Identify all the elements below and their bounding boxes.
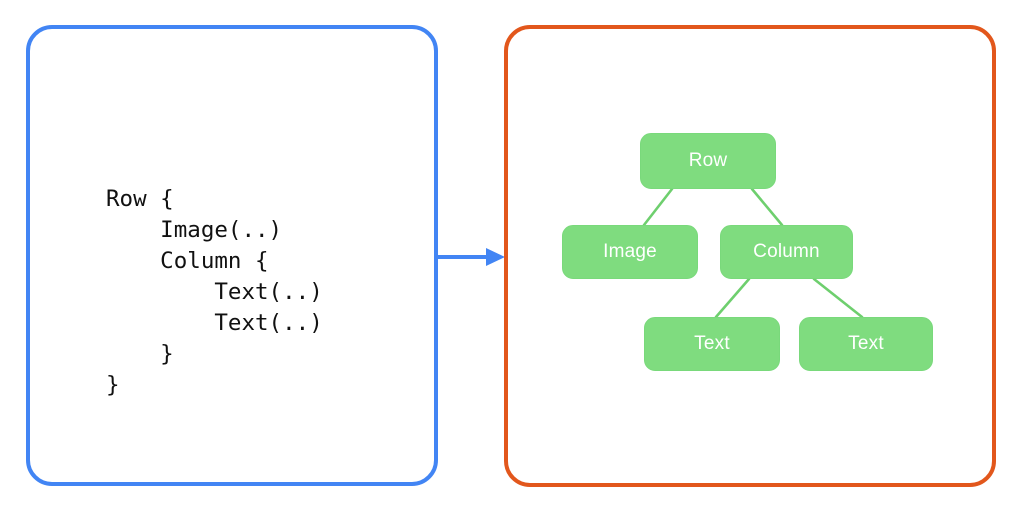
edge-column-text2: [812, 277, 864, 319]
tree-node-text-1[interactable]: Text: [644, 317, 780, 371]
tree-node-label: Row: [688, 150, 728, 171]
code-block: Row { Image(..) Column { Text(..) Text(.…: [106, 186, 323, 398]
tree-node-row[interactable]: Row: [640, 133, 776, 189]
tree-edges: [642, 187, 864, 319]
tree-node-text-2[interactable]: Text: [799, 317, 933, 371]
edge-row-column: [750, 187, 784, 227]
code-snippet-panel: Row { Image(..) Column { Text(..) Text(.…: [26, 25, 438, 486]
tree-node-label: Column: [753, 241, 820, 262]
tree-node-image[interactable]: Image: [562, 225, 698, 279]
arrow-head-icon: [486, 248, 505, 266]
tree-node-label: Text: [694, 333, 730, 354]
tree-node-label: Text: [848, 333, 884, 354]
tree-node-label: Image: [603, 241, 657, 262]
tree-node-column[interactable]: Column: [720, 225, 853, 279]
edge-column-text1: [714, 277, 751, 319]
transform-arrow: [436, 248, 505, 266]
edge-row-image: [642, 187, 674, 227]
